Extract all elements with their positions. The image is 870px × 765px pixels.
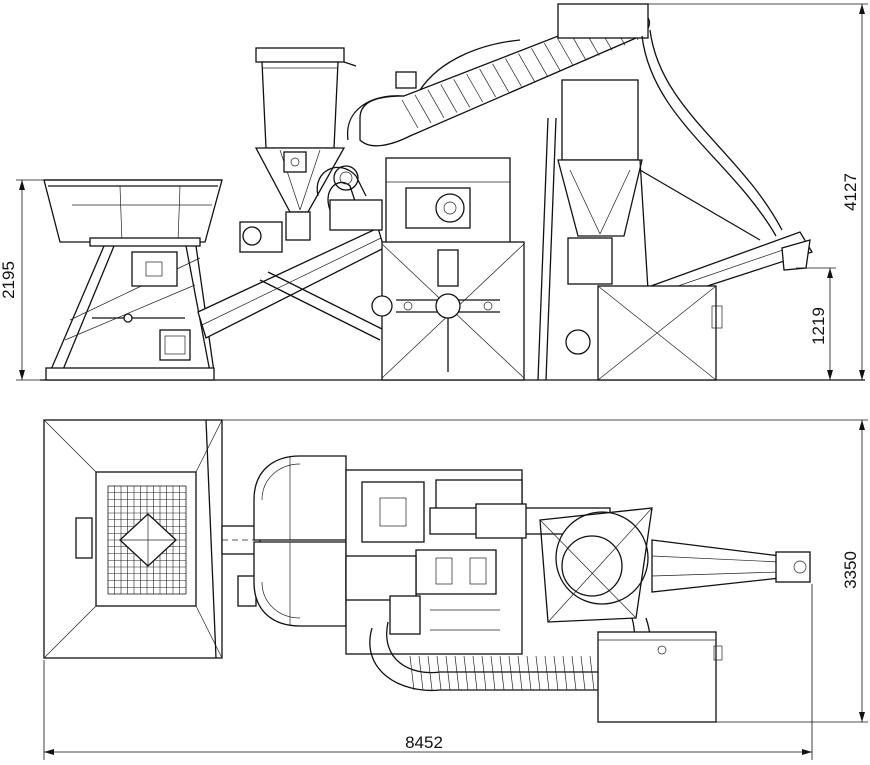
cyclone-silo <box>537 3 783 381</box>
plan-control-cabinet <box>597 631 723 723</box>
upper-bin <box>239 47 357 253</box>
control-cabinet <box>597 285 723 381</box>
transfer-pipe <box>316 165 383 231</box>
plan-spiral-hose <box>369 617 651 692</box>
dimension-side-right: 1219 <box>796 267 836 380</box>
dimension-label-4127: 4127 <box>841 173 860 211</box>
dimension-label-8452: 8452 <box>405 733 443 752</box>
plan-view: 8452 3350 <box>43 419 868 760</box>
dimension-side-total: 4127 <box>648 3 868 380</box>
plan-cyclone <box>539 507 653 623</box>
plan-hopper <box>43 419 223 659</box>
dimension-label-2195: 2195 <box>0 261 18 299</box>
spiral-duct <box>347 9 651 147</box>
dimension-label-1219: 1219 <box>809 307 828 345</box>
inclined-conveyor <box>197 227 385 341</box>
central-mill-unit <box>371 157 525 381</box>
plan-central-unit <box>345 469 523 655</box>
dimension-label-3350: 3350 <box>841 551 860 589</box>
feed-hopper <box>43 179 223 381</box>
dimension-plan-depth: 3350 <box>222 419 868 723</box>
side-elevation-view: 2195 4127 1219 <box>0 3 868 381</box>
plan-right-conveyor <box>651 539 811 593</box>
dimension-side-left: 2195 <box>0 179 48 381</box>
plan-twin-drums <box>253 455 347 627</box>
right-conveyor <box>638 169 813 305</box>
dimension-plan-width: 8452 <box>43 584 813 760</box>
